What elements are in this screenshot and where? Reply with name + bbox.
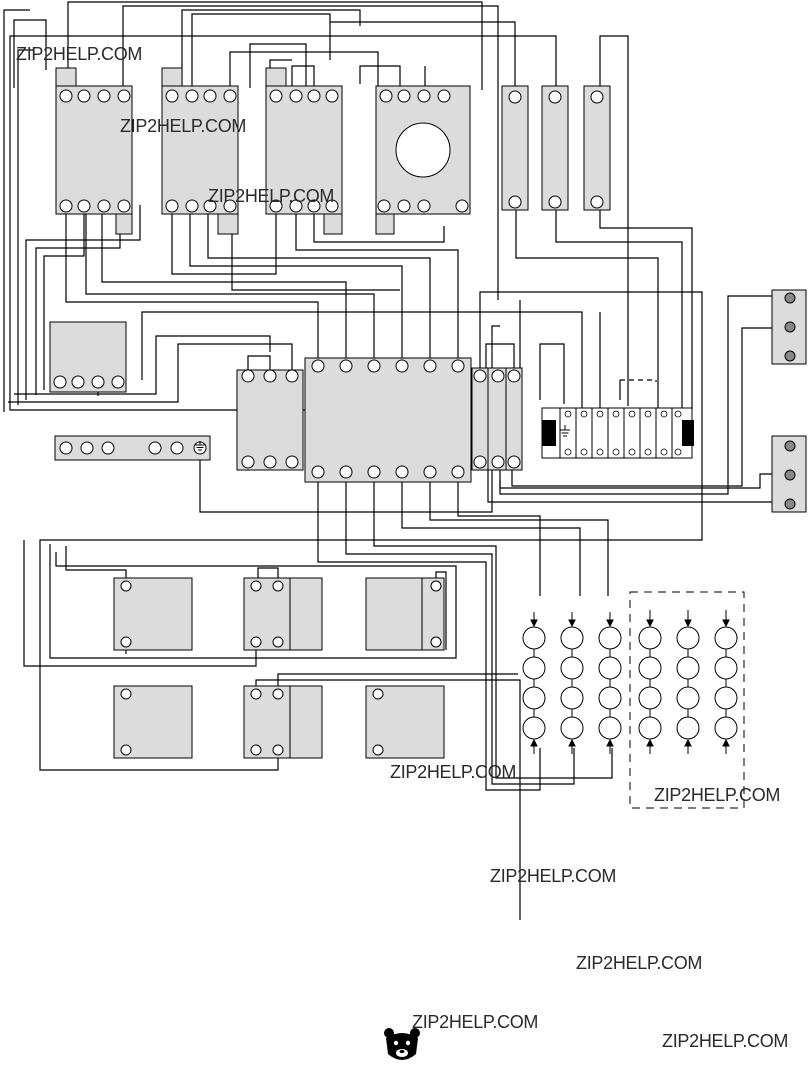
power-inlet-2 [771, 435, 807, 513]
heating-element-grid [522, 626, 738, 740]
wire [39, 291, 703, 771]
wire [485, 343, 515, 372]
wire [373, 470, 613, 779]
wire [291, 65, 315, 88]
wire [67, 1, 483, 90]
wire [247, 355, 271, 372]
wire [181, 9, 361, 88]
wire [515, 205, 659, 410]
wire [491, 325, 500, 380]
optional-grid-outline [629, 591, 745, 809]
timer-dial [395, 122, 451, 178]
wire [359, 65, 401, 88]
wire [191, 13, 331, 88]
wire [229, 51, 379, 90]
watermark: ZIP2HELP.COM [576, 953, 703, 973]
wire [49, 544, 457, 659]
wire [257, 567, 279, 584]
relay-lower-5-side [289, 685, 323, 759]
fuse-holder-3 [583, 85, 611, 211]
power-inlet-1 [771, 289, 807, 365]
contactor-2 [161, 67, 239, 235]
wire [330, 21, 516, 88]
watermark: ZIP2HELP.COM [208, 186, 335, 206]
wire [295, 205, 459, 360]
wire [17, 49, 34, 405]
watermark: ZIP2HELP.COM [662, 1031, 789, 1051]
wire [599, 205, 693, 410]
watermark: ZIP2HELP.COM [654, 785, 781, 805]
fuse-holder-2 [541, 85, 569, 211]
wire [207, 205, 431, 360]
terminal-strip [54, 435, 211, 461]
relay-lower-5 [243, 685, 291, 759]
watermark: ZIP2HELP.COM [412, 1012, 539, 1032]
fuse-holder-1 [501, 85, 529, 211]
watermark: ZIP2HELP.COM [490, 866, 617, 886]
watermark: ZIP2HELP.COM [16, 44, 143, 64]
wire [122, 5, 499, 300]
din-terminal-rail [541, 407, 694, 459]
wire [25, 205, 141, 400]
wire [499, 295, 790, 495]
ground-icon [195, 441, 205, 451]
wire [231, 205, 400, 291]
wire [171, 205, 277, 275]
wire [101, 205, 347, 360]
contactor-1 [55, 67, 133, 235]
wire [65, 205, 319, 360]
main-contactor-block [304, 357, 472, 483]
bear-head-logo-icon [384, 1028, 420, 1060]
relay-lower-2 [243, 577, 291, 651]
wire [8, 343, 293, 403]
auxiliary-block [471, 367, 523, 471]
wire [85, 205, 375, 360]
overload-block-left [236, 369, 304, 471]
small-relay [49, 321, 127, 393]
wire [555, 205, 683, 410]
wire [13, 19, 47, 88]
wire [65, 546, 127, 584]
wire [620, 379, 657, 382]
watermark: ZIP2HELP.COM [120, 116, 247, 136]
relay-lower-3-side [421, 577, 445, 651]
contactor-3 [265, 67, 343, 235]
relay-lower-2-side [289, 577, 323, 651]
wire [401, 470, 581, 596]
wire [43, 205, 85, 390]
wire [317, 470, 541, 791]
wire [189, 205, 403, 360]
wire [429, 470, 609, 596]
wire [23, 540, 257, 667]
watermark: ZIP2HELP.COM [390, 762, 517, 782]
wire [14, 335, 271, 395]
wire [457, 470, 541, 596]
wire [511, 327, 790, 487]
wire [599, 35, 629, 406]
timer-relay [375, 85, 471, 235]
wire [3, 9, 30, 412]
ground-icon [560, 425, 570, 437]
wire [499, 473, 790, 489]
wire [141, 311, 583, 410]
wire [539, 343, 565, 404]
wire [313, 205, 445, 243]
